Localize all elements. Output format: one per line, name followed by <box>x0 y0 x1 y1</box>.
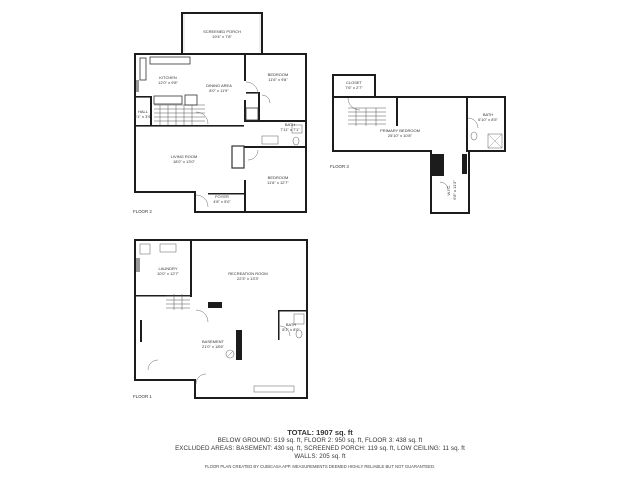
room-dims: 7'6" x 2'7" <box>345 85 363 90</box>
room-dims: 18'0" x 13'0" <box>173 159 196 164</box>
walls-area: WALLS: 205 sq. ft <box>294 453 346 460</box>
room-name: BATH <box>483 112 493 117</box>
room-name: FOYER <box>215 194 229 199</box>
room-dims: 21'0" x 18'6" <box>202 344 225 349</box>
room-name: KITCHEN <box>159 75 177 80</box>
room-name: BEDROOM <box>268 175 289 180</box>
room-dims: 11'6" x 9'8" <box>268 77 288 82</box>
room-dims: 25'10" x 10'8" <box>388 133 413 138</box>
room-name: LIVING ROOM <box>171 154 198 159</box>
floor-label: FLOOR 1 <box>133 394 152 399</box>
room-name: SCREENED PORCH <box>203 29 241 34</box>
total-area: TOTAL: 1907 sq. ft <box>287 428 353 437</box>
room-name: W.I.C. <box>446 185 451 196</box>
floor-1-plan: LAUNDRY 10'0" x 12'7" RECREATION ROOM 22… <box>133 239 308 399</box>
room-dims: 8'0" x 11'9" <box>209 88 229 93</box>
room-dims: 7'11" x 7'1" <box>280 127 300 132</box>
room-name: LAUNDRY <box>158 266 177 271</box>
screened-porch: SCREENED PORCH 19'4" x 7'8" <box>181 12 263 54</box>
room-name: BEDROOM <box>268 72 289 77</box>
room-dims: 6'10" x 8'5" <box>478 117 498 122</box>
floor-label: FLOOR 2 <box>133 209 152 214</box>
room-dims: 10'0" x 12'7" <box>157 271 180 276</box>
room-dims: 6'1" x 3'9" <box>134 114 152 119</box>
room-name: DINING AREA <box>206 83 232 88</box>
excluded-areas: EXCLUDED AREAS: BASEMENT: 430 sq. ft, SC… <box>175 445 465 452</box>
room-name: CLOSET <box>346 80 363 85</box>
room-dims: 19'4" x 7'8" <box>212 34 232 39</box>
room-dims: 4'8" x 5'0" <box>213 199 231 204</box>
room-dims: 8'1" x 8'0" <box>282 327 300 332</box>
room-name: RECREATION ROOM <box>228 271 267 276</box>
floor-2-plan: SCREENED PORCH 19'4" x 7'8" <box>133 12 307 214</box>
room-dims: 6'8" x 11'3" <box>452 180 457 200</box>
disclaimer: FLOOR PLAN CREATED BY CUBICASA APP. MEAS… <box>204 464 436 469</box>
room-name: BATH <box>285 122 295 127</box>
area-breakdown: BELOW GROUND: 519 sq. ft, FLOOR 2: 950 s… <box>217 437 423 444</box>
room-name: BASEMENT <box>202 339 225 344</box>
floor-label: FLOOR 3 <box>330 164 349 169</box>
room-name: BATH <box>286 322 296 327</box>
room-dims: 22'3" x 13'3" <box>237 276 260 281</box>
room-dims: 11'6" x 12'7" <box>267 180 289 185</box>
floor-3-plan: CLOSET 7'6" x 2'7" PRIMARY BEDROOM 25'10… <box>330 74 506 214</box>
room-name: PRIMARY BEDROOM <box>380 128 420 133</box>
room-name: HALL <box>138 109 149 114</box>
room-dims: 12'0" x 9'8" <box>158 80 178 85</box>
